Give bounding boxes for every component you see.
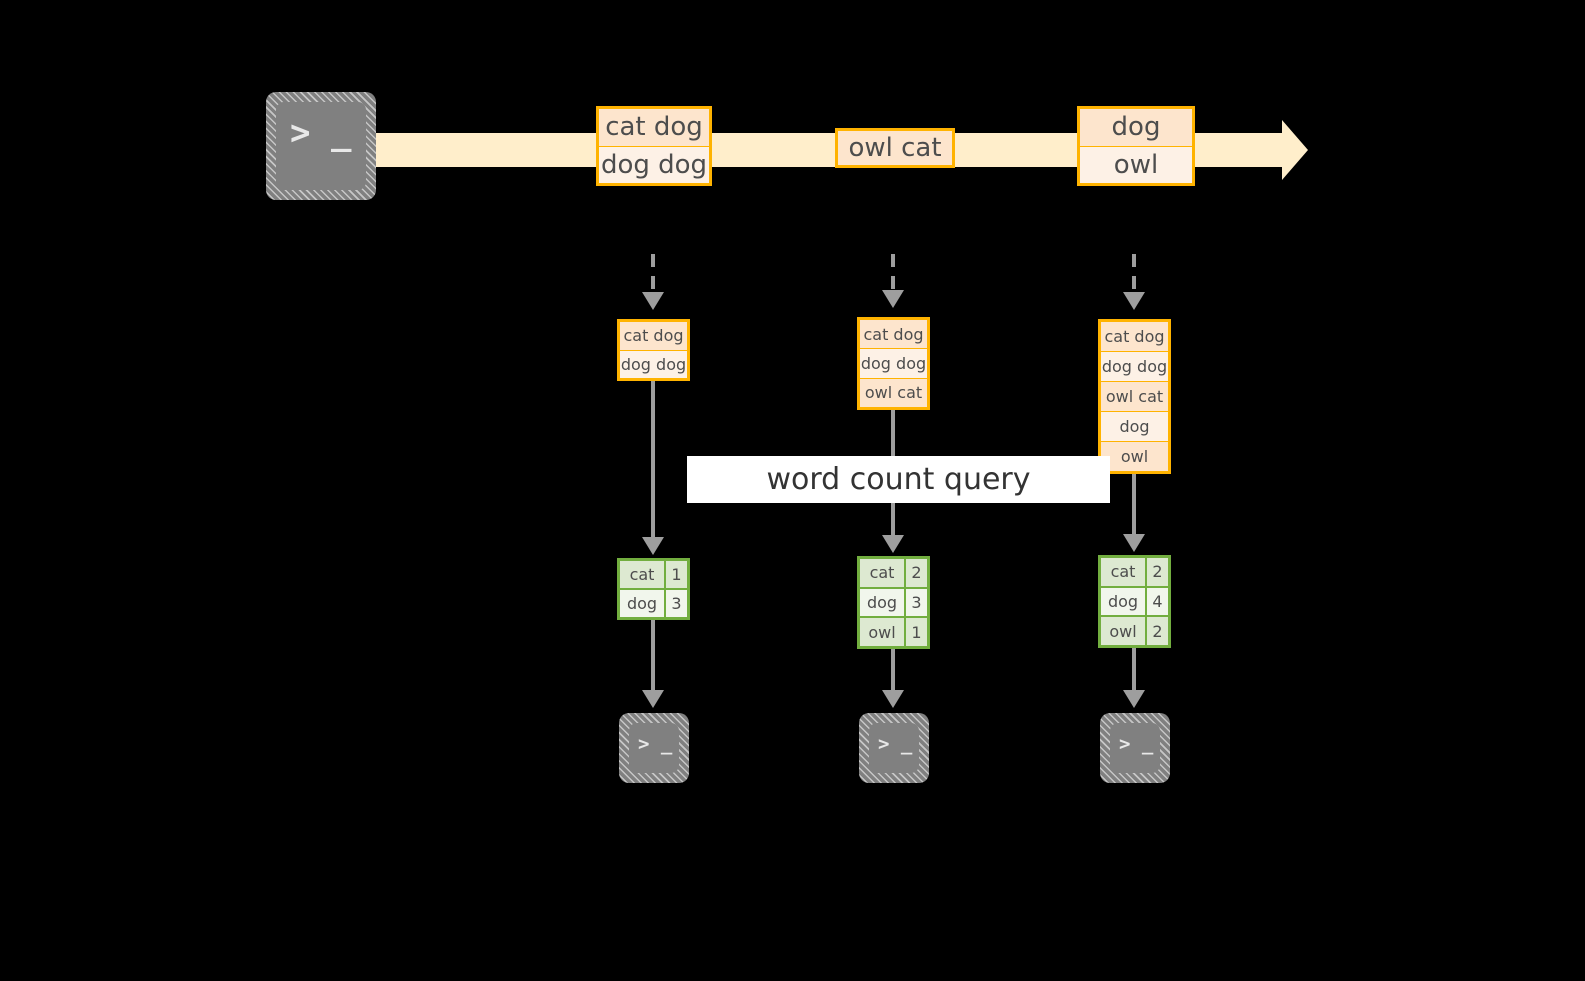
result-to-sink-connector-2 xyxy=(891,649,895,690)
stream-event-line: owl cat xyxy=(838,131,952,165)
result-to-sink-arrowhead-3 xyxy=(1123,690,1145,708)
result-to-sink-arrowhead-2 xyxy=(882,690,904,708)
stream-event-group-3[interactable]: dog owl xyxy=(1077,106,1195,186)
result-row: cat 2 xyxy=(860,559,927,589)
stream-event-line: dog dog xyxy=(599,146,709,183)
terminal-screen: > _ xyxy=(276,102,366,190)
result-table-3[interactable]: cat 2 dog 4 owl 2 xyxy=(1098,555,1171,648)
snapshot-2-box[interactable]: cat dog dog dog owl cat xyxy=(857,317,930,410)
result-word: owl xyxy=(1101,617,1147,646)
result-word: dog xyxy=(860,588,906,617)
stream-to-snapshot-arrowhead-3 xyxy=(1123,292,1145,310)
result-row: owl 2 xyxy=(1101,617,1168,646)
snapshot-line: cat dog xyxy=(860,320,927,350)
snapshot-to-result-arrowhead-2 xyxy=(882,535,904,553)
terminal-prompt-icon: > _ xyxy=(290,113,352,153)
stream-to-snapshot-connector-3 xyxy=(1132,254,1136,294)
result-count: 2 xyxy=(1147,617,1168,646)
stream-to-snapshot-connector-2 xyxy=(891,254,895,292)
result-word: cat xyxy=(1101,558,1147,586)
result-word: cat xyxy=(860,559,906,587)
result-row: cat 2 xyxy=(1101,558,1168,588)
snapshot-to-result-arrowhead-3 xyxy=(1123,534,1145,552)
result-count: 4 xyxy=(1147,587,1168,616)
stream-to-snapshot-connector-1 xyxy=(651,254,655,294)
query-label-text: word count query xyxy=(766,462,1031,497)
snapshot-to-result-connector-3 xyxy=(1132,474,1136,534)
terminal-screen: > _ xyxy=(1110,723,1160,773)
snapshot-line: dog dog xyxy=(1101,352,1168,382)
result-count: 2 xyxy=(906,559,927,587)
result-table-1[interactable]: cat 1 dog 3 xyxy=(617,558,690,620)
result-word: dog xyxy=(620,590,666,617)
result-count: 1 xyxy=(666,561,687,588)
result-word: dog xyxy=(1101,587,1147,616)
result-count: 1 xyxy=(906,618,927,647)
stream-to-snapshot-arrowhead-2 xyxy=(882,290,904,308)
terminal-prompt-icon: > _ xyxy=(878,733,913,755)
snapshot-line: cat dog xyxy=(1101,322,1168,352)
snapshot-1-box[interactable]: cat dog dog dog xyxy=(617,319,690,381)
result-table-2[interactable]: cat 2 dog 3 owl 1 xyxy=(857,556,930,649)
result-row: owl 1 xyxy=(860,618,927,647)
snapshot-line: dog xyxy=(1101,412,1168,442)
snapshot-line: owl cat xyxy=(1101,382,1168,412)
terminal-screen: > _ xyxy=(869,723,919,773)
result-to-sink-connector-3 xyxy=(1132,648,1136,690)
snapshot-to-result-connector-1 xyxy=(651,381,655,537)
snapshot-line: dog dog xyxy=(620,350,687,378)
stream-to-snapshot-arrowhead-1 xyxy=(642,292,664,310)
stream-event-group-1[interactable]: cat dog dog dog xyxy=(596,106,712,186)
sink-terminal-3[interactable]: > _ xyxy=(1100,713,1170,783)
result-row: dog 4 xyxy=(1101,587,1168,618)
terminal-prompt-icon: > _ xyxy=(1119,733,1154,755)
result-row: cat 1 xyxy=(620,561,687,590)
stream-event-group-2[interactable]: owl cat xyxy=(835,128,955,168)
terminal-prompt-icon: > _ xyxy=(638,733,673,755)
sink-terminal-1[interactable]: > _ xyxy=(619,713,689,783)
snapshot-line: cat dog xyxy=(620,322,687,351)
result-word: cat xyxy=(620,561,666,588)
terminal-screen: > _ xyxy=(629,723,679,773)
snapshot-3-box[interactable]: cat dog dog dog owl cat dog owl xyxy=(1098,319,1171,474)
sink-terminal-2[interactable]: > _ xyxy=(859,713,929,783)
stream-event-line: dog xyxy=(1080,109,1192,147)
stream-arrow-head xyxy=(1282,120,1308,180)
result-to-sink-connector-1 xyxy=(651,620,655,690)
query-label: word count query xyxy=(687,456,1110,503)
snapshot-line: owl xyxy=(1101,442,1168,471)
result-count: 3 xyxy=(906,588,927,617)
stream-event-line: owl xyxy=(1080,146,1192,183)
result-word: owl xyxy=(860,618,906,647)
snapshot-to-result-arrowhead-1 xyxy=(642,537,664,555)
snapshot-line: owl cat xyxy=(860,378,927,407)
result-count: 3 xyxy=(666,590,687,617)
stream-event-line: cat dog xyxy=(599,109,709,147)
result-to-sink-arrowhead-1 xyxy=(642,690,664,708)
snapshot-line: dog dog xyxy=(860,349,927,379)
stream-source-terminal[interactable]: > _ xyxy=(266,92,376,200)
result-count: 2 xyxy=(1147,558,1168,586)
result-row: dog 3 xyxy=(860,588,927,619)
result-row: dog 3 xyxy=(620,590,687,617)
